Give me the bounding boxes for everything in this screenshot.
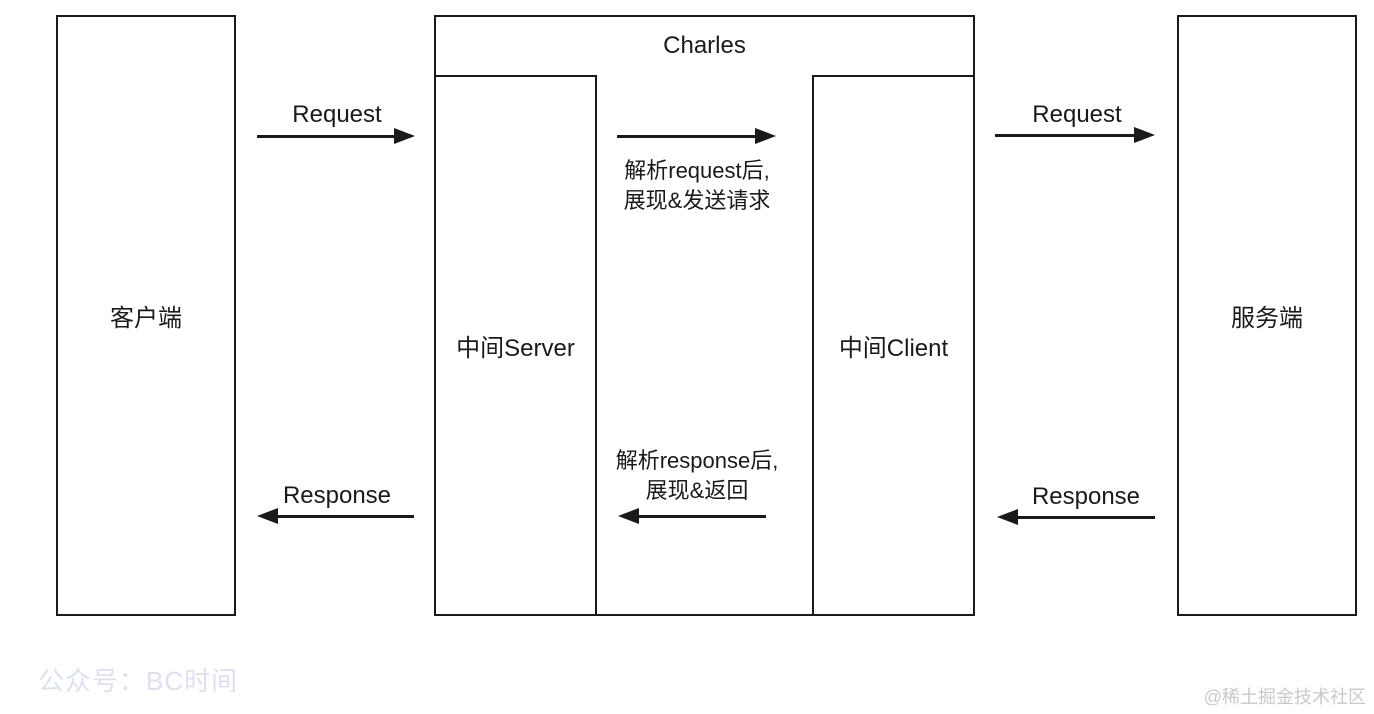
charles-header: Charles bbox=[436, 17, 973, 75]
arrow-line bbox=[257, 135, 396, 138]
request-note-line1: 解析request后, bbox=[624, 158, 770, 183]
arrow-line bbox=[639, 515, 766, 518]
node-server: 服务端 bbox=[1177, 15, 1357, 616]
request-note-line2: 展现&发送请求 bbox=[623, 188, 771, 213]
node-mid-client: 中间Client bbox=[812, 75, 975, 616]
response-note-line1: 解析response后, bbox=[615, 448, 779, 473]
node-mid-client-label: 中间Client bbox=[838, 335, 949, 362]
arrow-line bbox=[278, 515, 414, 518]
arrowhead-left-icon bbox=[257, 508, 278, 524]
arrowhead-right-icon bbox=[755, 128, 776, 144]
charles-title: Charles bbox=[663, 32, 746, 59]
request-label-right: Request bbox=[1032, 101, 1122, 128]
node-mid-server-label: 中间Server bbox=[456, 335, 575, 362]
request-label-left: Request bbox=[292, 101, 382, 128]
arrowhead-left-icon bbox=[618, 508, 639, 524]
response-label-left: Response bbox=[282, 482, 392, 509]
response-label-right: Response bbox=[1031, 483, 1141, 510]
arrowhead-right-icon bbox=[394, 128, 415, 144]
arrowhead-right-icon bbox=[1134, 127, 1155, 143]
arrow-line bbox=[1018, 516, 1155, 519]
watermark-juejin-community: @稀土掘金技术社区 bbox=[1203, 687, 1366, 707]
node-client-label: 客户端 bbox=[110, 305, 182, 332]
arrow-line bbox=[617, 135, 757, 138]
arrow-line bbox=[995, 134, 1136, 137]
request-note: 解析request后, 展现&发送请求 bbox=[587, 156, 807, 216]
response-note: 解析response后, 展现&返回 bbox=[587, 446, 807, 506]
watermark-wechat-account: 公众号：BC时间 bbox=[38, 666, 239, 696]
node-client: 客户端 bbox=[56, 15, 236, 616]
response-note-line2: 展现&返回 bbox=[645, 478, 749, 503]
node-server-label: 服务端 bbox=[1231, 305, 1303, 332]
arrowhead-left-icon bbox=[997, 509, 1018, 525]
node-mid-server: 中间Server bbox=[434, 75, 597, 616]
